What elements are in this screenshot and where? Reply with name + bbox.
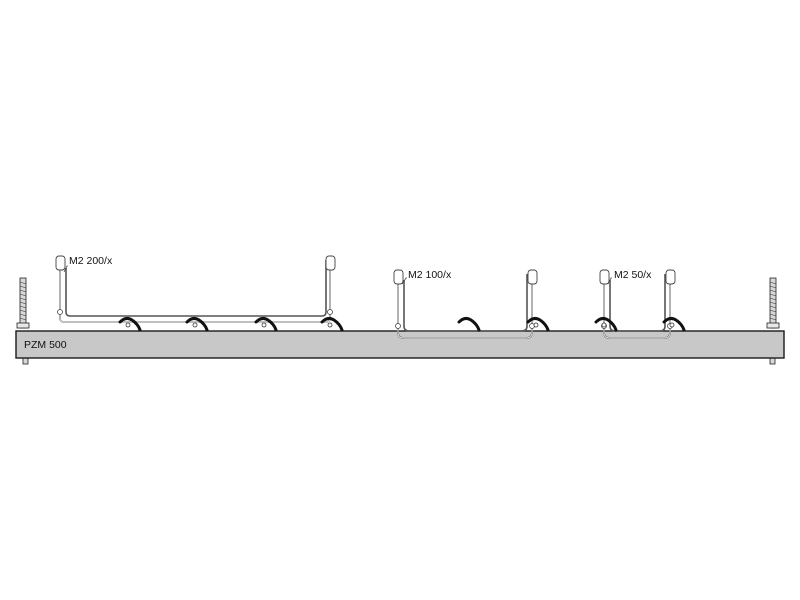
mounting-clip xyxy=(118,316,142,332)
threaded-rod-right xyxy=(766,277,780,365)
mounting-clip xyxy=(185,316,209,332)
mounting-clip xyxy=(594,316,618,332)
mounting-clip xyxy=(254,316,278,332)
tray-label-m2-200: M2 200/x xyxy=(69,255,113,267)
threaded-rod-left xyxy=(16,277,30,365)
tray-label-m2-100: M2 100/x xyxy=(408,269,452,281)
cable-tray-m2-50 xyxy=(599,269,676,339)
mounting-clips xyxy=(118,316,686,332)
tray-label-m2-50: M2 50/x xyxy=(614,269,652,281)
cable-tray-m2-100 xyxy=(393,269,538,339)
mounting-clip xyxy=(662,316,686,332)
mounting-clip xyxy=(320,316,344,332)
mounting-clip xyxy=(457,316,481,332)
support-rail xyxy=(15,330,785,359)
rail-label: PZM 500 xyxy=(24,339,67,351)
mounting-clip xyxy=(526,316,550,332)
